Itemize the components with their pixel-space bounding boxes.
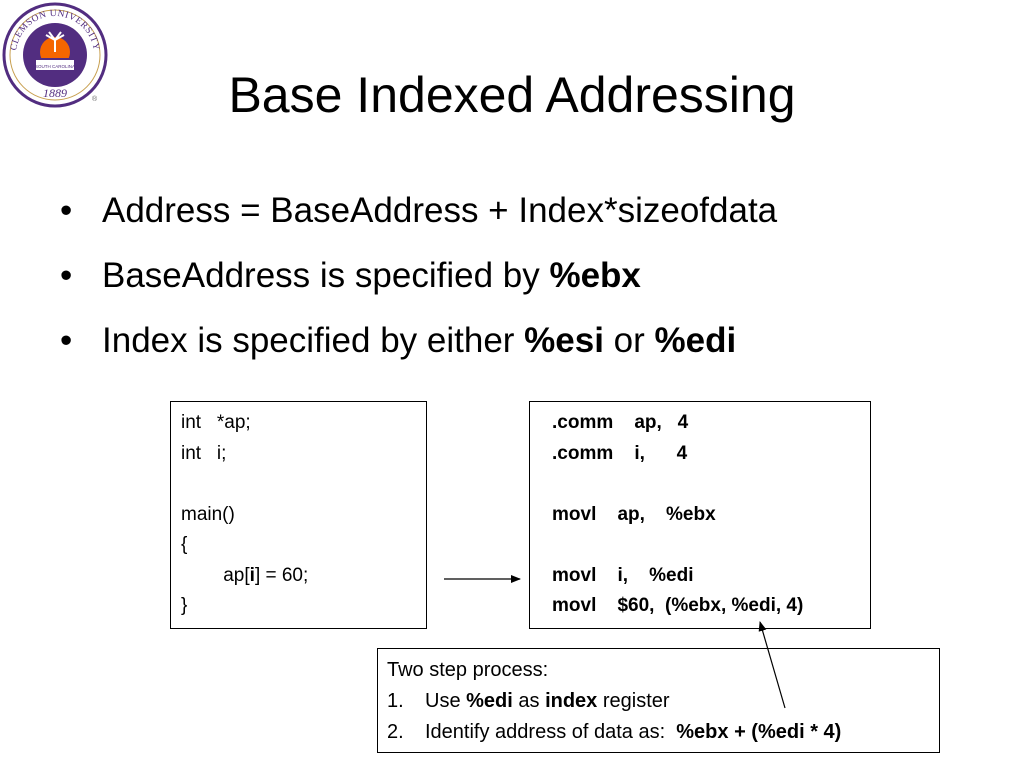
- asm-code-line: [552, 530, 848, 561]
- c-code-line: int i;: [181, 442, 227, 464]
- two-step-note-box: Two step process: 1.Use %edi as index re…: [377, 648, 940, 753]
- bullet-list: Address = BaseAddress + Index*sizeofdata…: [60, 188, 777, 383]
- note-heading: Two step process:: [387, 659, 549, 681]
- note-step-1: 1.Use %edi as index register: [387, 690, 670, 712]
- bullet-address-formula: Address = BaseAddress + Index*sizeofdata: [60, 188, 777, 233]
- note-step-2: 2.Identify address of data as: %ebx + (%…: [387, 721, 842, 743]
- logo-year-text: 1889: [43, 86, 67, 100]
- bullet-index: Index is specified by either %esi or %ed…: [60, 318, 777, 363]
- slide-title: Base Indexed Addressing: [228, 67, 796, 123]
- bullet-base-address: BaseAddress is specified by %ebx: [60, 253, 777, 298]
- asm-code-line: movl i, %edi: [552, 564, 694, 586]
- logo-state-text: SOUTH CAROLINA: [35, 64, 75, 69]
- asm-code-line: .comm ap, 4: [552, 412, 689, 433]
- bullet-base-register: %ebx: [549, 256, 641, 295]
- c-code-line: main(): [181, 503, 235, 525]
- c-code-line: [181, 469, 416, 500]
- clemson-university-seal-logo: CLEMSON UNIVERSITY SOUTH CAROLINA 1889: [2, 2, 108, 108]
- bullet-index-register-edi: %edi: [654, 321, 737, 360]
- c-code-line: int *ap;: [181, 412, 251, 433]
- registered-mark: ®: [92, 96, 98, 103]
- asm-code-line: movl ap, %ebx: [552, 503, 716, 525]
- c-code-line: {: [181, 534, 188, 555]
- c-code-line: ap[i] = 60;: [181, 564, 309, 586]
- c-code-index-var: i: [249, 564, 255, 586]
- assembly-code-box: .comm ap, 4 .comm i, 4 movl ap, %ebx mov…: [529, 401, 871, 629]
- asm-code-line: .comm i, 4: [552, 442, 688, 464]
- asm-code-line: [552, 469, 848, 500]
- bullet-index-register-esi: %esi: [524, 321, 604, 360]
- asm-code-line: movl $60, (%ebx, %edi, 4): [552, 595, 804, 616]
- c-code-box: int *ap; int i; main() { ap[i] = 60; }: [170, 401, 427, 629]
- c-code-line: }: [181, 595, 188, 616]
